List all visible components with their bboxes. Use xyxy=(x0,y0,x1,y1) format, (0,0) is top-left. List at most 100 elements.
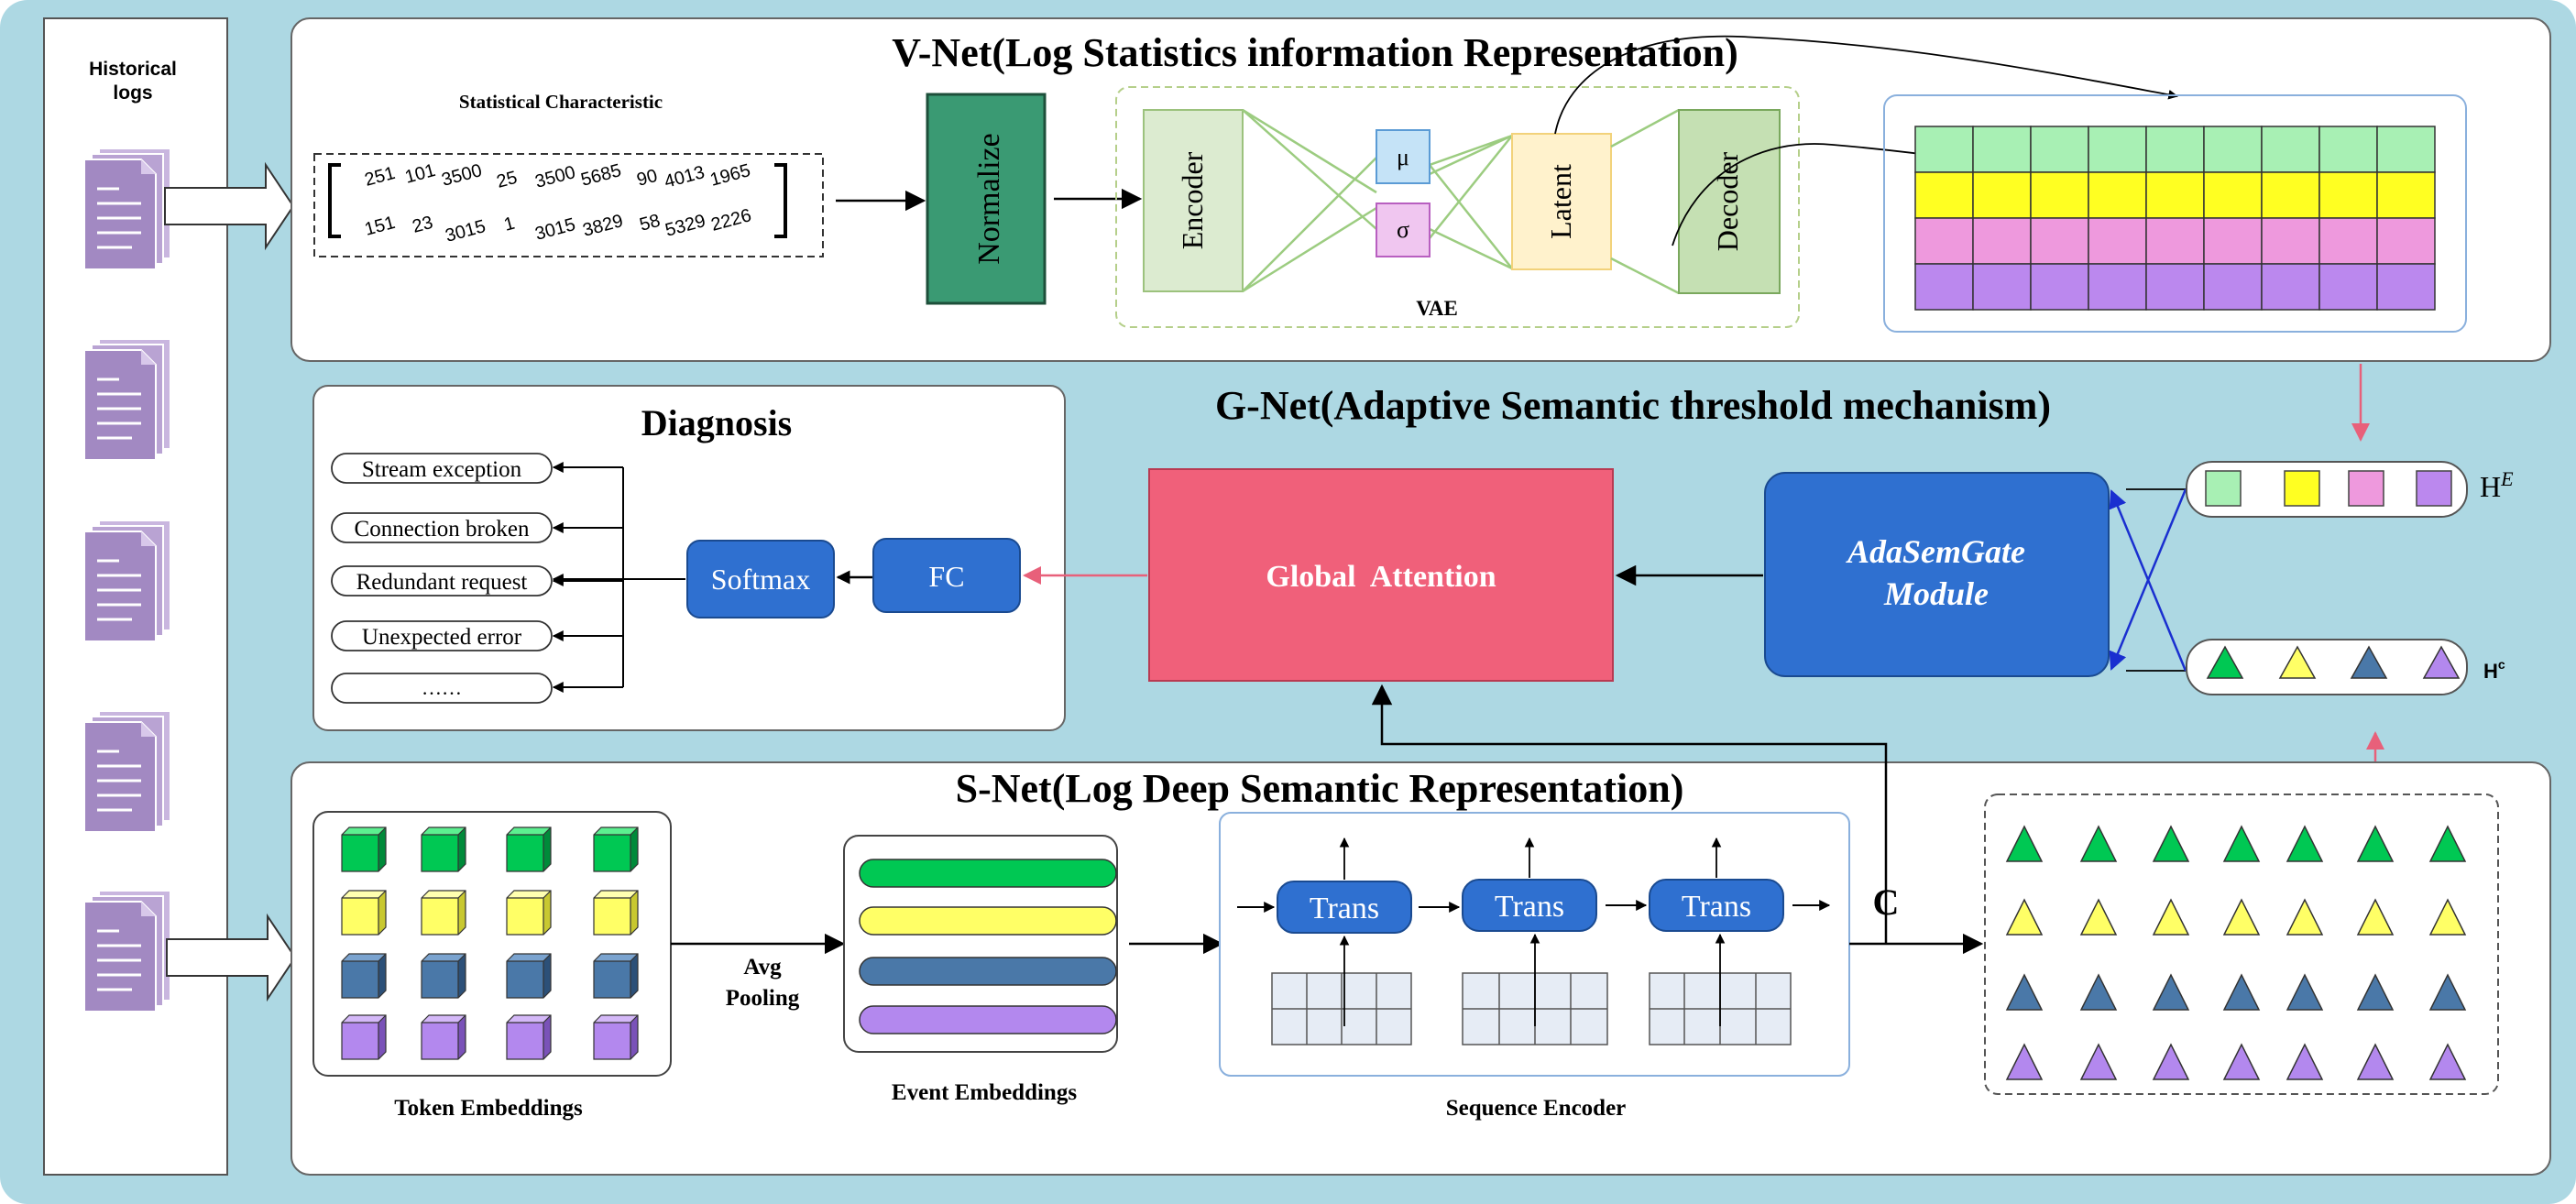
vnet-grid-cell xyxy=(2088,171,2147,219)
block-arrow-to-snet xyxy=(166,913,297,1002)
event-embedding-bar xyxy=(859,859,1117,888)
stat-matrix-box xyxy=(313,153,824,257)
hc-label: Hc xyxy=(2483,657,2505,683)
token-cube xyxy=(506,890,552,936)
normalize-label: Normalize xyxy=(972,133,1006,265)
diagnosis-label-text: Stream exception xyxy=(362,457,522,482)
sequence-encoder-label: Sequence Encoder xyxy=(1446,1096,1627,1121)
semantic-triangle xyxy=(2222,898,2261,936)
semantic-triangle xyxy=(2356,973,2395,1011)
historical-logs-panel: Historical logs xyxy=(43,17,297,1176)
vnet-grid-cell xyxy=(2030,126,2089,173)
vnet-grid-cell xyxy=(1972,126,2032,173)
vnet-grid-cell xyxy=(1914,217,1974,265)
softmax-box xyxy=(686,540,835,618)
mu-label: μ xyxy=(1397,144,1409,170)
block-arrow-to-vnet xyxy=(164,161,295,251)
token-cube xyxy=(341,890,387,936)
vnet-grid-cell xyxy=(2145,171,2205,219)
he-yellow-square xyxy=(2284,470,2320,507)
vnet-grid-cell xyxy=(2376,217,2436,265)
arrow-c-to-attention xyxy=(1371,684,1888,944)
vnet-grid-cell xyxy=(2261,217,2320,265)
semantic-triangle xyxy=(2222,973,2261,1011)
vnet-grid-cell xyxy=(1914,126,1974,173)
diagnosis-panel: Diagnosis Stream exception Connection br… xyxy=(312,385,1066,731)
hc-label-superscript: c xyxy=(2498,657,2505,672)
semantic-triangle-grid xyxy=(2005,825,2467,1080)
log-file-icon xyxy=(82,147,172,271)
token-cube xyxy=(421,826,466,872)
trans-block xyxy=(1277,881,1412,934)
vnet-grid-cell xyxy=(2376,171,2436,219)
arrow-latent-to-grid xyxy=(1554,35,2179,135)
vnet-grid-cell xyxy=(2376,263,2436,311)
semantic-triangle xyxy=(2079,1043,2118,1080)
vnet-output-grid xyxy=(1914,126,2436,311)
diagnosis-label-box xyxy=(331,565,553,597)
vnet-grid-cell xyxy=(2145,217,2205,265)
semantic-triangle xyxy=(2428,973,2467,1011)
matrix-value: 1 xyxy=(502,213,517,235)
he-feature-pill xyxy=(2186,461,2468,518)
diagnosis-label-box xyxy=(331,673,553,704)
token-cube xyxy=(341,1014,387,1060)
token-embeddings-label: Token Embeddings xyxy=(394,1096,583,1121)
vnet-grid-cell xyxy=(2261,126,2320,173)
vnet-grid-cell xyxy=(2203,217,2263,265)
vnet-grid-cell xyxy=(2030,171,2089,219)
he-label: HE xyxy=(2480,467,2514,503)
historical-logs-title-line2: logs xyxy=(113,82,152,104)
global-attention-label: Global Attention xyxy=(1266,560,1496,594)
vnet-grid-cell xyxy=(2030,217,2089,265)
adasemgate-label-line2: Module xyxy=(1883,575,1989,612)
encoder-box xyxy=(1143,109,1244,292)
trans-block-label: Trans xyxy=(1495,890,1564,924)
diagnosis-label-text: Unexpected error xyxy=(362,625,522,650)
semantic-triangle xyxy=(2152,1043,2190,1080)
sigma-label: σ xyxy=(1397,216,1409,243)
hc-green-triangle xyxy=(2206,645,2244,679)
gate-crossing-arrows xyxy=(2109,488,2187,672)
he-pink-square xyxy=(2348,470,2384,507)
vnet-grid-cell xyxy=(2145,126,2205,173)
mu-box xyxy=(1376,129,1431,184)
hc-blue-triangle xyxy=(2350,645,2388,679)
snet-panel: S-Net(Log Deep Semantic Representation) … xyxy=(290,761,2551,1176)
vnet-grid-cell xyxy=(2203,263,2263,311)
fc-label: FC xyxy=(928,560,964,593)
vnet-grid-cell xyxy=(2376,126,2436,173)
encoder-label: Encoder xyxy=(1176,151,1209,249)
semantic-triangle xyxy=(2152,825,2190,862)
he-green-square xyxy=(2205,470,2242,507)
log-file-icon xyxy=(82,337,172,462)
token-cube xyxy=(341,953,387,999)
vnet-grid-cell xyxy=(2318,126,2378,173)
semantic-triangle xyxy=(2005,898,2044,936)
semantic-triangle xyxy=(2222,825,2261,862)
token-cube xyxy=(506,826,552,872)
vnet-grid-cell xyxy=(2261,263,2320,311)
vnet-grid-cell xyxy=(2318,217,2378,265)
vnet-grid-cell xyxy=(2203,126,2263,173)
hc-purple-triangle xyxy=(2422,645,2461,679)
trans-block-label: Trans xyxy=(1682,890,1751,924)
hc-yellow-triangle xyxy=(2278,645,2317,679)
vnet-grid-cell xyxy=(2030,263,2089,311)
token-cube xyxy=(593,890,639,936)
he-label-base: H xyxy=(2480,470,2501,503)
diagnosis-label-box xyxy=(331,453,553,484)
stat-characteristic-label: Statistical Characteristic xyxy=(459,91,663,113)
token-cube xyxy=(593,1014,639,1060)
token-cube xyxy=(506,953,552,999)
vnet-grid-cell xyxy=(1914,171,1974,219)
decoder-label: Decoder xyxy=(1711,151,1744,251)
semantic-triangle xyxy=(2356,1043,2395,1080)
vnet-grid-cell xyxy=(2145,263,2205,311)
log-file-icon xyxy=(82,519,172,643)
matrix-bracket-right xyxy=(774,163,787,238)
he-label-superscript: E xyxy=(2500,467,2514,490)
latent-box xyxy=(1511,133,1612,270)
vnet-grid-cell xyxy=(1972,217,2032,265)
